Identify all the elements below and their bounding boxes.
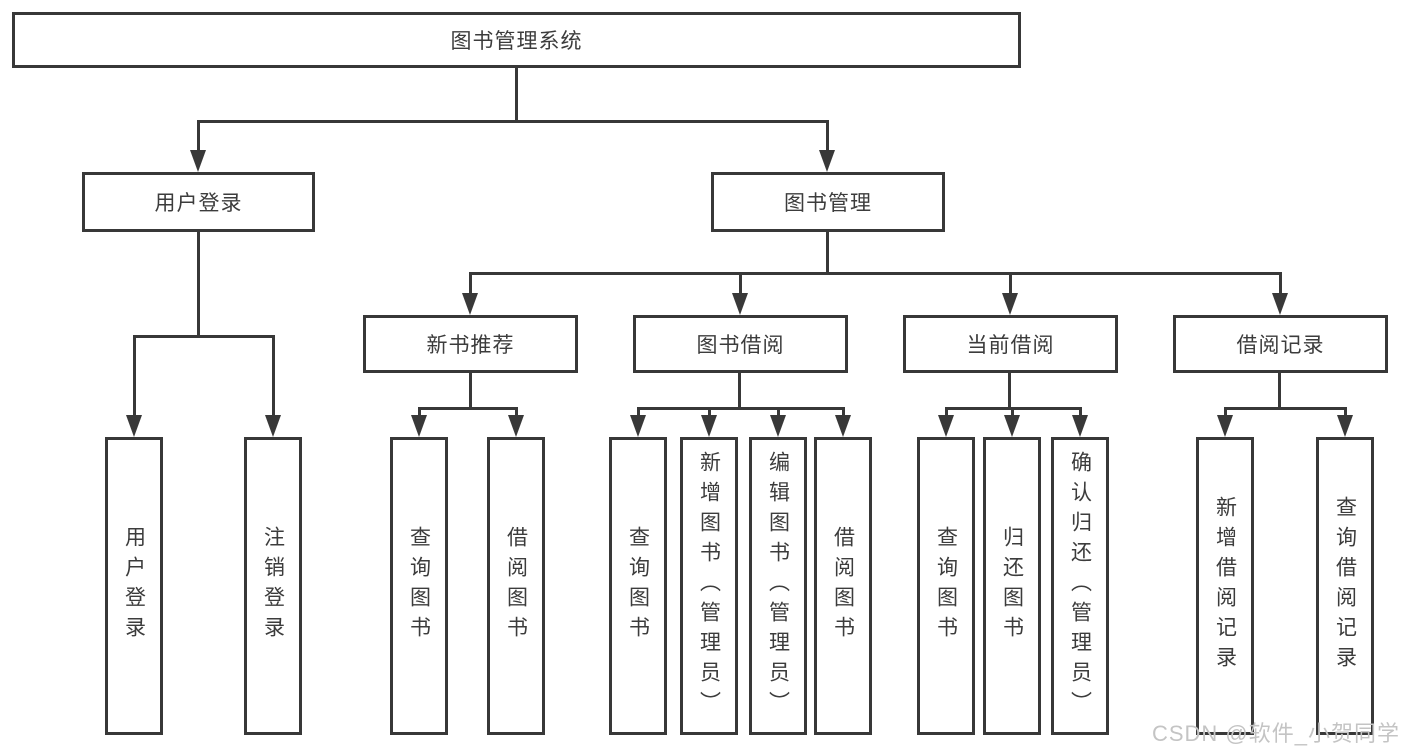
leaf-borrow-book-1: 借阅图书	[487, 437, 545, 735]
connector-drop-book-borrow	[739, 272, 742, 295]
arrow-down-icon	[1004, 415, 1020, 437]
connector-root-bus	[197, 120, 829, 123]
arrow-down-icon	[265, 415, 281, 437]
leaf-query-borrow-record: 查询借阅记录	[1316, 437, 1374, 735]
arrow-down-icon	[701, 415, 717, 437]
connector-drop	[945, 407, 948, 417]
connector-book-borrow-stub	[738, 373, 741, 407]
node-root: 图书管理系统	[12, 12, 1021, 68]
node-user-login: 用户登录	[82, 172, 315, 232]
connector-drop-leaf-user-login	[133, 335, 136, 417]
arrow-down-icon	[1002, 293, 1018, 315]
arrow-down-icon	[1272, 293, 1288, 315]
leaf-query-book-1-label: 查询图书	[407, 526, 431, 646]
connector-book-management-stub	[826, 232, 829, 272]
connector-drop-user-login	[197, 120, 200, 152]
connector-drop	[515, 407, 518, 417]
arrow-down-icon	[462, 293, 478, 315]
node-current-borrow-label: 当前借阅	[966, 334, 1055, 357]
connector-borrow-record-stub	[1278, 373, 1281, 407]
connector-drop	[418, 407, 421, 417]
connector-user-login-stub	[197, 232, 200, 335]
leaf-query-book-3: 查询图书	[917, 437, 975, 735]
leaf-return-book-label: 归还图书	[1000, 526, 1024, 646]
connector-drop	[842, 407, 845, 417]
csdn-watermark: CSDN @软件_小贺同学	[1151, 721, 1400, 746]
connector-current-borrow-stub	[1008, 373, 1011, 407]
leaf-borrow-book-2-label: 借阅图书	[831, 526, 855, 646]
arrow-down-icon	[190, 150, 206, 172]
arrow-down-icon	[835, 415, 851, 437]
leaf-query-book-3-label: 查询图书	[934, 526, 958, 646]
connector-drop	[1079, 407, 1082, 417]
arrow-down-icon	[1217, 415, 1233, 437]
leaf-edit-book-admin: 编辑图书（管理员）	[749, 437, 807, 735]
connector-new-book-stub	[469, 373, 472, 407]
leaf-confirm-return-admin: 确认归还（管理员）	[1051, 437, 1109, 735]
leaf-query-book-1: 查询图书	[390, 437, 448, 735]
node-new-book-recommend: 新书推荐	[363, 315, 578, 373]
node-book-borrow: 图书借阅	[633, 315, 848, 373]
connector-drop-borrow-record	[1279, 272, 1282, 295]
arrow-down-icon	[938, 415, 954, 437]
leaf-logout: 注销登录	[244, 437, 302, 735]
node-borrow-record: 借阅记录	[1173, 315, 1388, 373]
connector-drop	[1224, 407, 1227, 417]
arrow-down-icon	[1337, 415, 1353, 437]
node-book-borrow-label: 图书借阅	[696, 334, 785, 357]
arrow-down-icon	[770, 415, 786, 437]
arrow-down-icon	[411, 415, 427, 437]
connector-drop-current-borrow	[1009, 272, 1012, 295]
connector-book-borrow-bus	[637, 407, 845, 410]
connector-drop	[777, 407, 780, 417]
connector-drop-new-book-recommend	[469, 272, 472, 295]
connector-borrow-record-bus	[1224, 407, 1347, 410]
arrow-down-icon	[732, 293, 748, 315]
node-borrow-record-label: 借阅记录	[1236, 334, 1325, 357]
leaf-query-book-2-label: 查询图书	[626, 526, 650, 646]
leaf-query-borrow-record-label: 查询借阅记录	[1333, 496, 1357, 676]
leaf-user-login: 用户登录	[105, 437, 163, 735]
node-current-borrow: 当前借阅	[903, 315, 1118, 373]
leaf-add-book-admin-label: 新增图书（管理员）	[697, 451, 721, 721]
leaf-user-login-label: 用户登录	[122, 526, 146, 646]
leaf-borrow-book-1-label: 借阅图书	[504, 526, 528, 646]
connector-root-stub	[515, 68, 518, 121]
leaf-add-borrow-record: 新增借阅记录	[1196, 437, 1254, 735]
connector-user-login-bus	[133, 335, 275, 338]
connector-book-management-bus	[469, 272, 1282, 275]
connector-drop	[1011, 407, 1014, 417]
connector-drop-book-management	[826, 120, 829, 152]
node-root-label: 图书管理系统	[450, 30, 583, 53]
leaf-add-book-admin: 新增图书（管理员）	[680, 437, 738, 735]
leaf-logout-label: 注销登录	[261, 526, 285, 646]
leaf-return-book: 归还图书	[983, 437, 1041, 735]
arrow-down-icon	[508, 415, 524, 437]
arrow-down-icon	[819, 150, 835, 172]
arrow-down-icon	[126, 415, 142, 437]
leaf-add-borrow-record-label: 新增借阅记录	[1213, 496, 1237, 676]
leaf-confirm-return-admin-label: 确认归还（管理员）	[1068, 451, 1092, 721]
arrow-down-icon	[630, 415, 646, 437]
connector-drop	[1344, 407, 1347, 417]
connector-drop	[637, 407, 640, 417]
leaf-edit-book-admin-label: 编辑图书（管理员）	[766, 451, 790, 721]
connector-drop-leaf-logout	[272, 335, 275, 417]
node-book-management-label: 图书管理	[784, 192, 872, 215]
leaf-borrow-book-2: 借阅图书	[814, 437, 872, 735]
node-book-management: 图书管理	[711, 172, 945, 232]
leaf-query-book-2: 查询图书	[609, 437, 667, 735]
connector-new-book-bus	[418, 407, 518, 410]
node-user-login-label: 用户登录	[154, 192, 243, 215]
arrow-down-icon	[1072, 415, 1088, 437]
connector-drop	[708, 407, 711, 417]
node-new-book-recommend-label: 新书推荐	[426, 334, 515, 357]
